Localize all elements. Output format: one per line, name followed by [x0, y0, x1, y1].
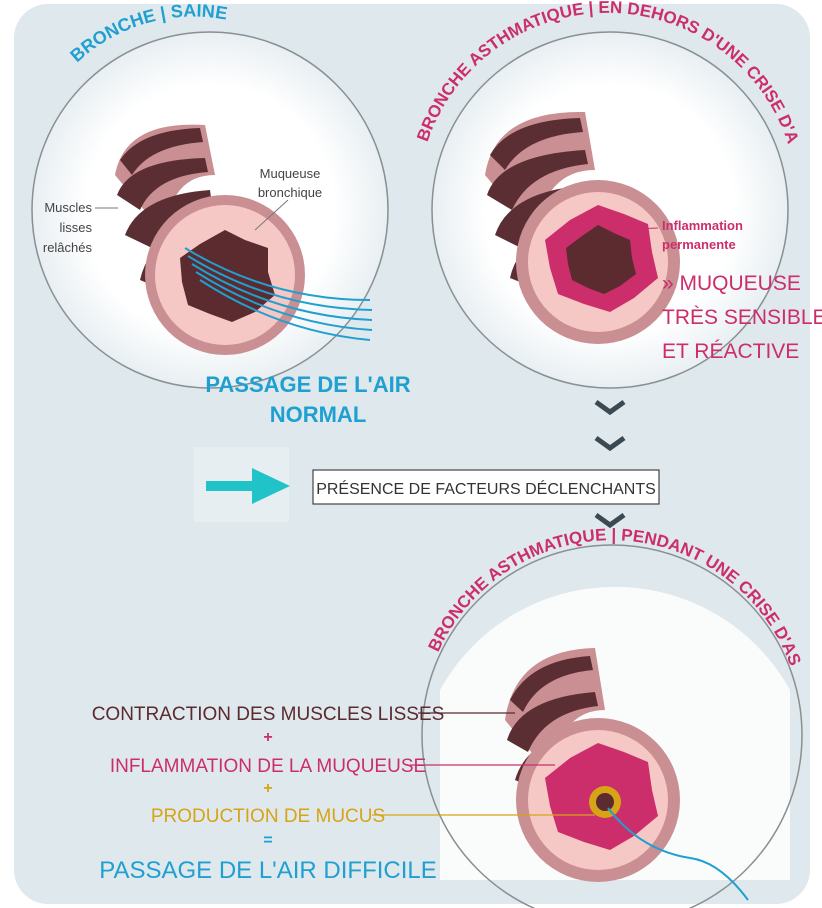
trigger-label: PRÉSENCE DE FACTEURS DÉCLENCHANTS [316, 479, 656, 498]
equals-sign: = [263, 832, 272, 849]
contraction-line: CONTRACTION DES MUSCLES LISSES [92, 704, 445, 725]
label-inflammation-2: permanente [662, 237, 736, 252]
label-mucosa-2: bronchique [258, 185, 322, 200]
air-caption-2: NORMAL [270, 402, 367, 427]
plus-2: + [263, 780, 272, 797]
mucus-line: PRODUCTION DE MUCUS [151, 806, 385, 827]
label-mucosa-1: Muqueuse [260, 166, 321, 181]
panel1-title-right: SAINE [170, 0, 229, 23]
panel2-caption-1: » MUQUEUSE [662, 272, 801, 295]
label-inflammation-1: Inflammation [662, 218, 743, 233]
trigger-box: PRÉSENCE DE FACTEURS DÉCLENCHANTS [313, 470, 659, 504]
plus-1: + [263, 729, 272, 746]
label-muscles-1: Muscles [44, 200, 92, 215]
teal-arrow-icon [194, 447, 290, 522]
difficult-air-line: PASSAGE DE L'AIR DIFFICILE [99, 857, 437, 884]
panel2-caption-3: ET RÉACTIVE [662, 340, 799, 363]
label-muscles-3: relâchés [43, 240, 93, 255]
air-caption-1: PASSAGE DE L'AIR [205, 372, 410, 397]
inflammation-line: INFLAMMATION DE LA MUQUEUSE [110, 756, 426, 777]
label-muscles-2: lisses [59, 220, 92, 235]
panel3-lumen [596, 793, 614, 811]
panel2-caption-2: TRÈS SENSIBLE [662, 306, 822, 329]
